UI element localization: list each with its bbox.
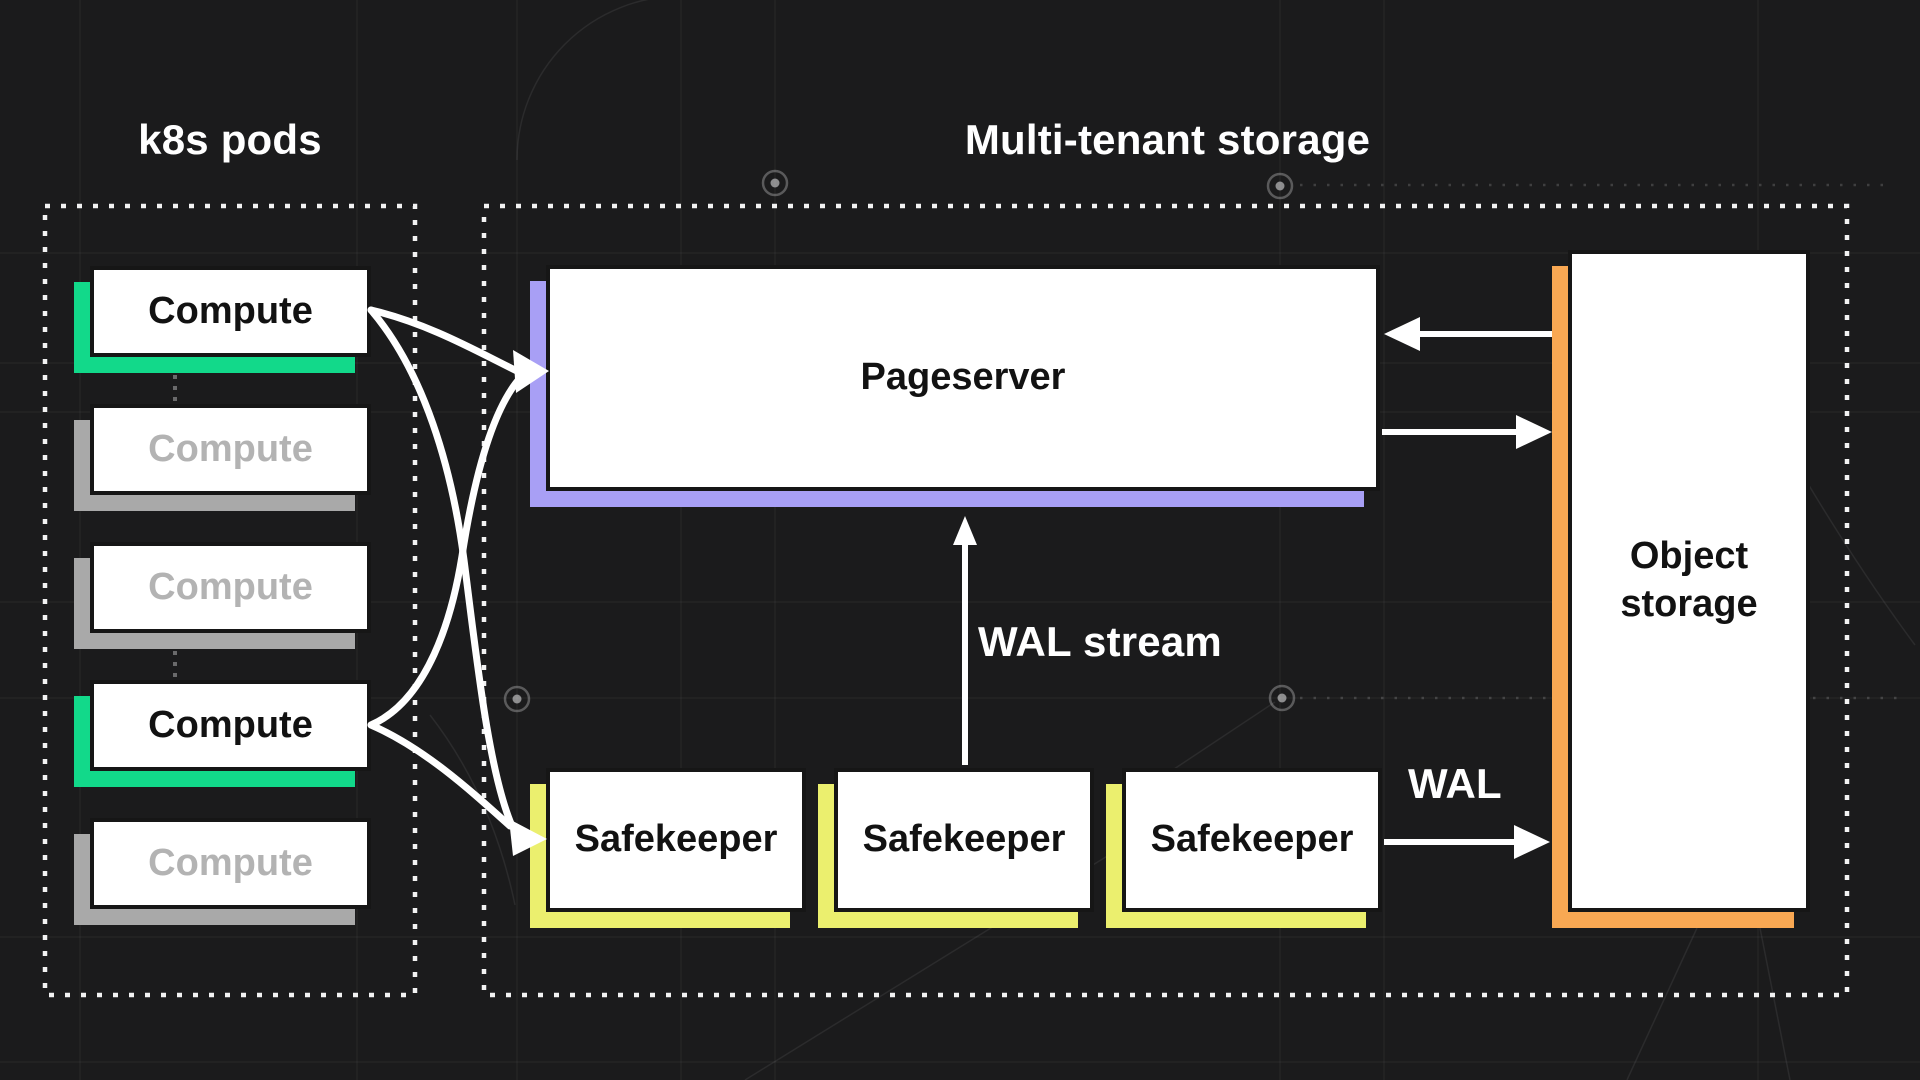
edge-compute4-to-pageserver [367,374,524,729]
edge-compute4-to-safekeeper [367,721,514,830]
compute-pod-label: Compute [148,703,313,746]
k8s-pods-title: k8s pods [138,116,322,163]
compute-pod-label: Compute [148,841,313,884]
compute-pod-4: Compute [90,680,371,771]
wal-stream-label: WAL stream [978,618,1222,665]
compute-pod-label: Compute [148,565,313,608]
storage-title: Multi-tenant storage [964,116,1371,163]
compute-pod-1: Compute [90,266,371,357]
safekeeper-label: Safekeeper [574,818,778,861]
wal-label: WAL [1408,760,1502,807]
edge-compute1-to-pageserver [367,306,523,376]
safekeeper-label: Safekeeper [1150,818,1354,861]
compute-pod-label: Compute [148,289,313,332]
compute-pod-5: Compute [90,818,371,909]
arrowhead-into-pageserver-right [1384,317,1420,351]
compute-pod-3: Compute [90,542,371,633]
arrowhead-into-safekeeper [509,819,547,856]
arrowhead-into-pageserver [513,350,549,393]
arrowhead-wal-stream-up [953,516,977,545]
edge-compute1-to-safekeeper [367,306,516,830]
compute-pod-label: Compute [148,427,313,470]
safekeeper-node-3: Safekeeper [1122,768,1382,912]
compute-pod-2: Compute [90,404,371,495]
pageserver-label: Pageserver [860,356,1066,399]
arrowhead-wal-into-object-storage [1514,825,1550,859]
arrowhead-into-object-storage-upper [1516,415,1552,449]
safekeeper-label: Safekeeper [862,818,1066,861]
safekeeper-node-2: Safekeeper [834,768,1094,912]
safekeeper-node-1: Safekeeper [546,768,806,912]
object-storage-label: Object storage [1620,535,1758,625]
pageserver-node: Pageserver [546,265,1380,491]
object-storage-node: Object storage [1568,250,1810,912]
